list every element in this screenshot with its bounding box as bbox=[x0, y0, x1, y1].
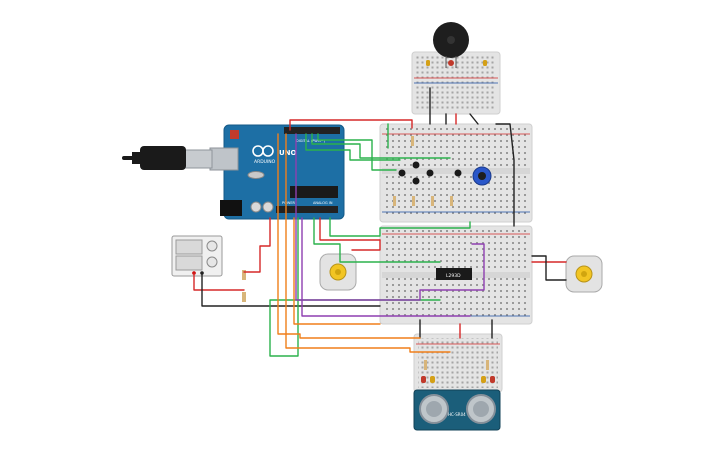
push-buttons bbox=[398, 161, 462, 185]
potentiometer-icon bbox=[472, 166, 492, 186]
power-header-label: POWER bbox=[282, 201, 296, 205]
battery-pack-icon bbox=[171, 235, 223, 277]
piezo-buzzer-icon bbox=[433, 22, 469, 68]
usb-cable-icon bbox=[122, 146, 213, 170]
motor-driver-chip bbox=[436, 268, 472, 280]
arduino-brand-label: ARDUINO bbox=[254, 159, 276, 165]
analog-header-label: ANALOG IN bbox=[313, 201, 333, 205]
dc-motor-right-icon bbox=[565, 255, 603, 293]
wires bbox=[193, 87, 567, 357]
motor-driver-label: L293D bbox=[446, 273, 461, 279]
digital-header-label: DIGITAL (PWM~) bbox=[296, 139, 326, 143]
resistors bbox=[242, 136, 489, 370]
arduino-model-label: UNO bbox=[279, 149, 297, 157]
ultrasonic-sensor bbox=[413, 389, 501, 431]
ultrasonic-label: HC-SR04 bbox=[448, 412, 466, 417]
leds bbox=[421, 60, 495, 383]
arduino-logo bbox=[252, 145, 274, 157]
dc-motor-left-icon bbox=[319, 253, 357, 291]
